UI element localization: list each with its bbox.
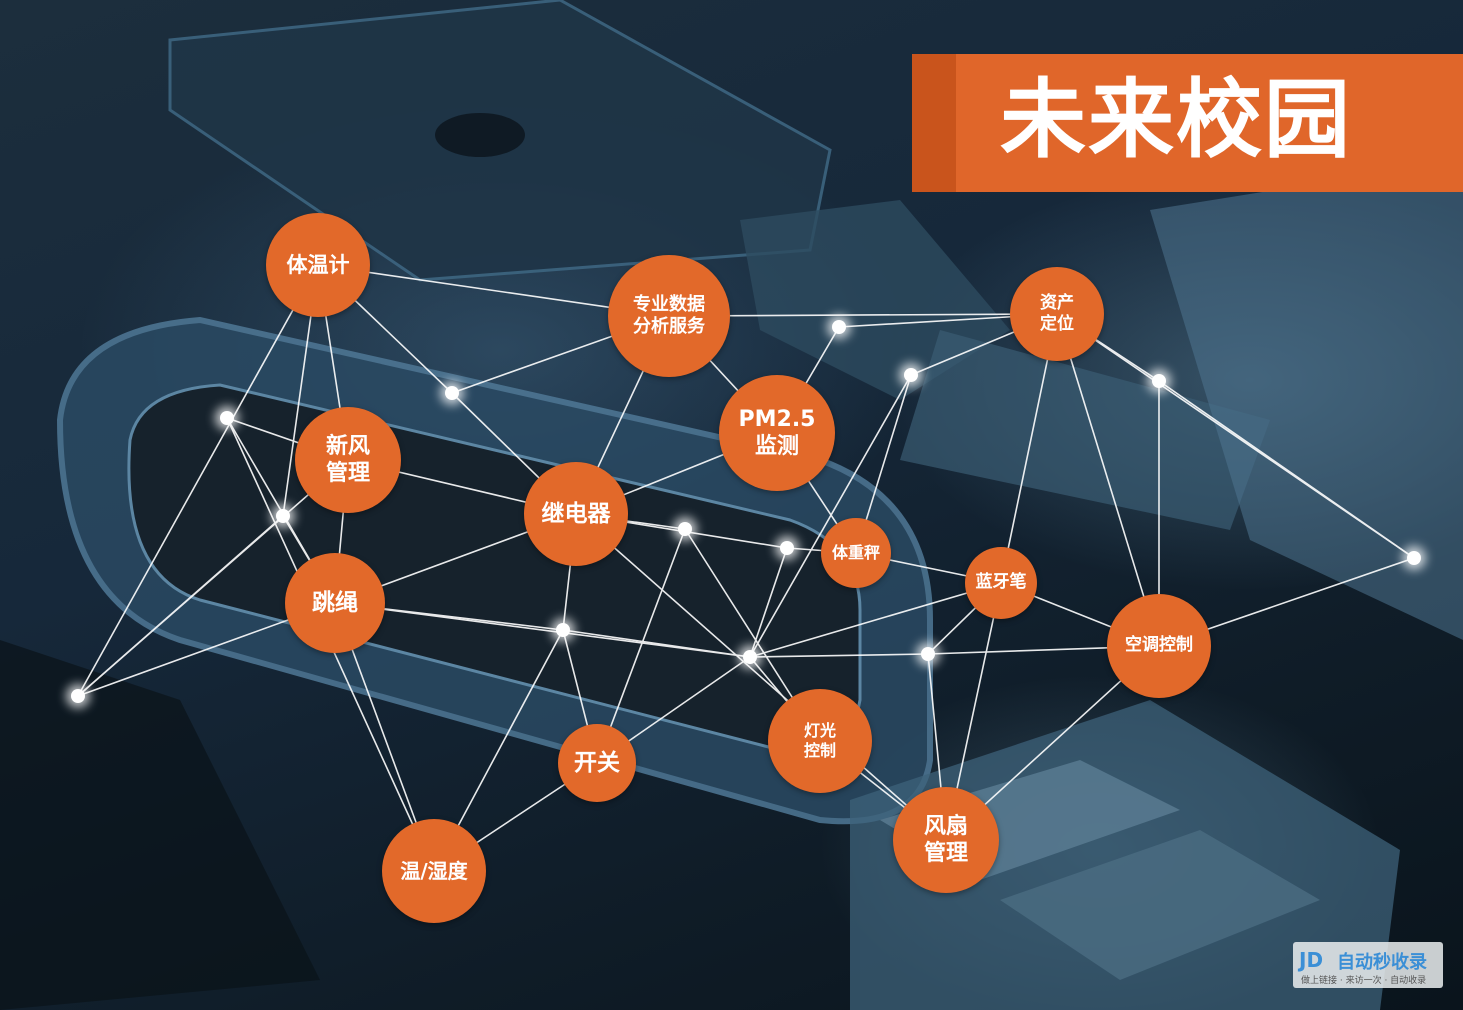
node-relay: 继电器 (524, 462, 628, 566)
junction-dot (276, 509, 290, 523)
node-asset-location: 资产 定位 (1010, 267, 1104, 361)
junction-dot (1407, 551, 1421, 565)
node-label: 新风 管理 (325, 433, 370, 487)
connection-line (668, 313, 1058, 317)
connection-line (749, 653, 929, 658)
node-label: 灯光 控制 (803, 721, 836, 760)
node-label: 体温计 (286, 252, 350, 277)
node-jump-rope: 跳绳 (285, 553, 385, 653)
node-ac-control: 空调控制 (1107, 594, 1211, 698)
connection-line (749, 582, 1002, 658)
junction-dot (445, 386, 459, 400)
watermark-subtitle: 做上链接 · 来访一次 · 自动收录 (1301, 976, 1427, 986)
node-body-scale: 体重秤 (821, 518, 891, 588)
junction-dot (71, 689, 85, 703)
junction-dot (220, 411, 234, 425)
node-temp-humidity: 温/湿度 (382, 819, 486, 923)
connection-line (1056, 313, 1415, 559)
node-label: 蓝牙笔 (975, 572, 1027, 593)
junction-dot (556, 623, 570, 637)
node-label: 体重秤 (831, 543, 880, 562)
connection-line (1056, 313, 1160, 647)
node-data-analysis: 专业数据 分析服务 (608, 255, 730, 377)
watermark-logo: JD (1299, 948, 1324, 972)
node-pm25: PM2.5 监测 (719, 375, 835, 491)
node-label: 温/湿度 (400, 858, 468, 883)
junction-dot (780, 541, 794, 555)
node-bluetooth-pen: 蓝牙笔 (965, 547, 1037, 619)
node-label: 继电器 (541, 500, 611, 527)
page-title: 未来校园 (1000, 70, 1352, 170)
node-label: 跳绳 (312, 589, 358, 616)
title-accent (912, 54, 956, 192)
title-banner (912, 54, 1463, 192)
node-label: 资产 定位 (1040, 292, 1074, 334)
connection-line (77, 515, 284, 697)
connection-line (749, 374, 912, 658)
junction-dot (1152, 374, 1166, 388)
node-label: 开关 (574, 749, 620, 776)
node-switch: 开关 (558, 724, 636, 802)
node-thermometer: 体温计 (266, 213, 370, 317)
connection-line (575, 513, 947, 841)
node-fresh-air: 新风 管理 (295, 407, 401, 513)
junction-dot (832, 320, 846, 334)
node-fan-management: 风扇 管理 (893, 787, 999, 893)
node-label: 风扇 管理 (923, 813, 968, 867)
connection-line (749, 547, 788, 658)
node-label: 空调控制 (1125, 635, 1193, 656)
connection-line (562, 629, 751, 658)
connection-line (334, 602, 751, 658)
watermark: JD 自动秒收录 做上链接 · 来访一次 · 自动收录 (1293, 942, 1443, 988)
node-label: 专业数据 分析服务 (633, 293, 705, 338)
node-light-control: 灯光 控制 (768, 689, 872, 793)
watermark-name: 自动秒收录 (1337, 952, 1427, 973)
junction-dot (904, 368, 918, 382)
junction-dot (678, 522, 692, 536)
connection-line (77, 264, 319, 697)
node-label: PM2.5 监测 (738, 406, 816, 460)
junction-dot (921, 647, 935, 661)
junction-dot (743, 650, 757, 664)
connection-line (596, 528, 686, 764)
